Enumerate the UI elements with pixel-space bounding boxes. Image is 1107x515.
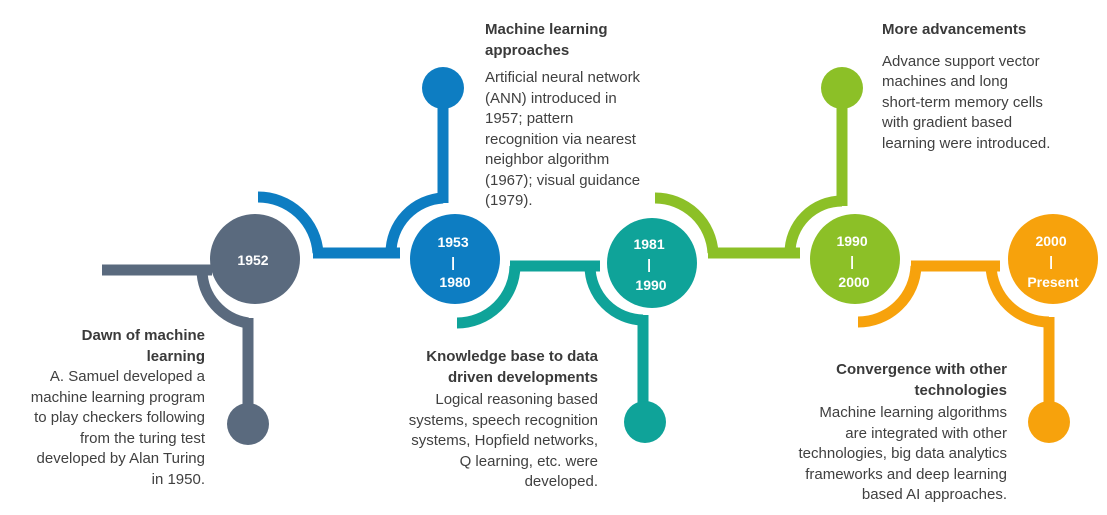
body-line: are integrated with other <box>845 424 1007 442</box>
milestone-body: Artificial neural network (ANN) introduc… <box>485 68 685 212</box>
body-line: learning were introduced. <box>882 134 1051 152</box>
era-node-1953-1980: 1953 | 1980 <box>410 214 500 304</box>
body-line: Q learning, etc. were <box>459 452 598 470</box>
teal-lower-arc <box>584 265 644 326</box>
title-line: approaches <box>485 41 570 59</box>
milestone-more-advancements: More advancements Advance support vector… <box>882 20 1097 154</box>
teal-end-dot <box>624 401 666 443</box>
svg-text:1990 | 2000: 1990 | 2000 <box>836 233 871 290</box>
era-line: | <box>850 253 854 269</box>
body-line: (1967); visual guidance <box>485 171 641 189</box>
green-lower-arc <box>857 265 922 328</box>
green-upper-arc <box>784 195 843 254</box>
body-line: systems, Hopfield networks, <box>411 432 598 449</box>
body-line: 1957; pattern <box>485 110 574 127</box>
era-circle <box>1008 214 1098 304</box>
svg-text:1952: 1952 <box>237 252 268 268</box>
era-line: 1981 <box>633 236 664 252</box>
title-line: technologies <box>914 381 1007 399</box>
teal-upper-arc <box>654 192 719 254</box>
title-line: Knowledge base to data <box>426 348 598 365</box>
era-1990-2000-connector <box>708 90 922 328</box>
title-line: Machine learning <box>485 21 608 38</box>
body-line: technologies, big data analytics <box>798 445 1007 462</box>
era-node-1981-1990: 1981 | 1990 <box>607 218 697 308</box>
era-line: 2000 <box>838 274 869 290</box>
milestone-title: Convergence with other technologies <box>757 360 1007 401</box>
green-end-dot <box>821 67 863 109</box>
body-line: recognition via nearest <box>485 130 636 148</box>
body-line: in 1950. <box>151 470 205 488</box>
era-circle <box>810 214 900 304</box>
era-line: 1952 <box>237 252 268 268</box>
era-circle <box>607 218 697 308</box>
body-line: Machine learning algorithms <box>819 404 1007 421</box>
milestone-ml-approaches: Machine learning approaches Artificial n… <box>485 20 685 212</box>
milestone-convergence: Convergence with other technologies Mach… <box>757 360 1007 506</box>
title-line: Dawn of machine <box>81 327 205 344</box>
body-line: developed. <box>524 473 598 490</box>
body-line: based AI approaches. <box>861 486 1007 503</box>
body-line: with gradient based <box>882 114 1013 131</box>
title-line: learning <box>146 347 205 365</box>
milestone-dawn-of-ml: Dawn of machine learning A. Samuel devel… <box>0 326 205 490</box>
milestone-title: Dawn of machine learning <box>0 326 205 367</box>
era-line: | <box>451 254 455 270</box>
body-line: developed by Alan Turing <box>36 450 205 467</box>
milestone-title: More advancements <box>882 20 1097 41</box>
blue-upper-arc <box>385 192 444 254</box>
milestone-body: Machine learning algorithms are integrat… <box>757 403 1007 506</box>
svg-text:1953 | 1980: 1953 | 1980 <box>437 234 472 290</box>
milestone-body: Logical reasoning based systems, speech … <box>358 390 598 493</box>
era-circle <box>210 214 300 304</box>
svg-text:2000 | Present: 2000 | Present <box>1027 233 1079 290</box>
milestone-body: A. Samuel developed a machine learning p… <box>0 367 205 490</box>
orange-lower-arc <box>985 265 1050 328</box>
blue-end-dot <box>422 67 464 109</box>
body-line: to play checkers following <box>34 409 205 426</box>
body-line: neighbor algorithm <box>485 151 610 168</box>
era-line: 1953 <box>437 234 468 250</box>
era-line: Present <box>1027 274 1079 290</box>
era-node-2000-present: 2000 | Present <box>1008 214 1098 304</box>
body-line: machines and long <box>882 73 1008 90</box>
orange-end-dot <box>1028 401 1070 443</box>
body-line: Logical reasoning based <box>435 391 598 408</box>
body-line: A. Samuel developed a <box>49 368 205 385</box>
body-line: machine learning program <box>30 388 205 406</box>
era-1952-connector <box>102 191 324 420</box>
title-line: Convergence with other <box>836 361 1007 378</box>
era-line: | <box>1049 253 1053 269</box>
milestone-title: Machine learning approaches <box>485 20 685 61</box>
era-line: 1990 <box>836 233 867 249</box>
body-line: Advance support vector <box>882 52 1040 70</box>
era-line: 2000 <box>1035 233 1066 249</box>
body-line: from the turing test <box>79 429 205 447</box>
gray-lower-arc <box>196 269 250 329</box>
title-line: driven developments <box>447 368 598 386</box>
body-line: frameworks and deep learning <box>805 465 1007 483</box>
era-circle <box>410 214 500 304</box>
body-line: short-term memory cells <box>882 93 1043 111</box>
era-line: | <box>647 256 651 272</box>
body-line: (1979). <box>485 192 533 209</box>
title-line: More advancements <box>882 21 1027 38</box>
body-line: Artificial neural network <box>485 69 641 86</box>
milestone-body: Advance support vector machines and long… <box>882 52 1097 155</box>
era-node-1990-2000: 1990 | 2000 <box>810 214 900 304</box>
body-line: (ANN) introduced in <box>485 89 617 107</box>
blue-lower-arc <box>456 265 521 329</box>
svg-text:1981 | 1990: 1981 | 1990 <box>633 236 668 293</box>
milestone-title: Knowledge base to data driven developmen… <box>358 347 598 388</box>
gray-end-dot <box>227 403 269 445</box>
milestone-knowledge-base: Knowledge base to data driven developmen… <box>358 347 598 493</box>
gray-upper-arc <box>257 191 324 254</box>
body-line: systems, speech recognition <box>408 411 598 429</box>
era-node-1952: 1952 <box>210 214 300 304</box>
era-line: 1980 <box>439 274 470 290</box>
era-line: 1990 <box>635 277 666 293</box>
